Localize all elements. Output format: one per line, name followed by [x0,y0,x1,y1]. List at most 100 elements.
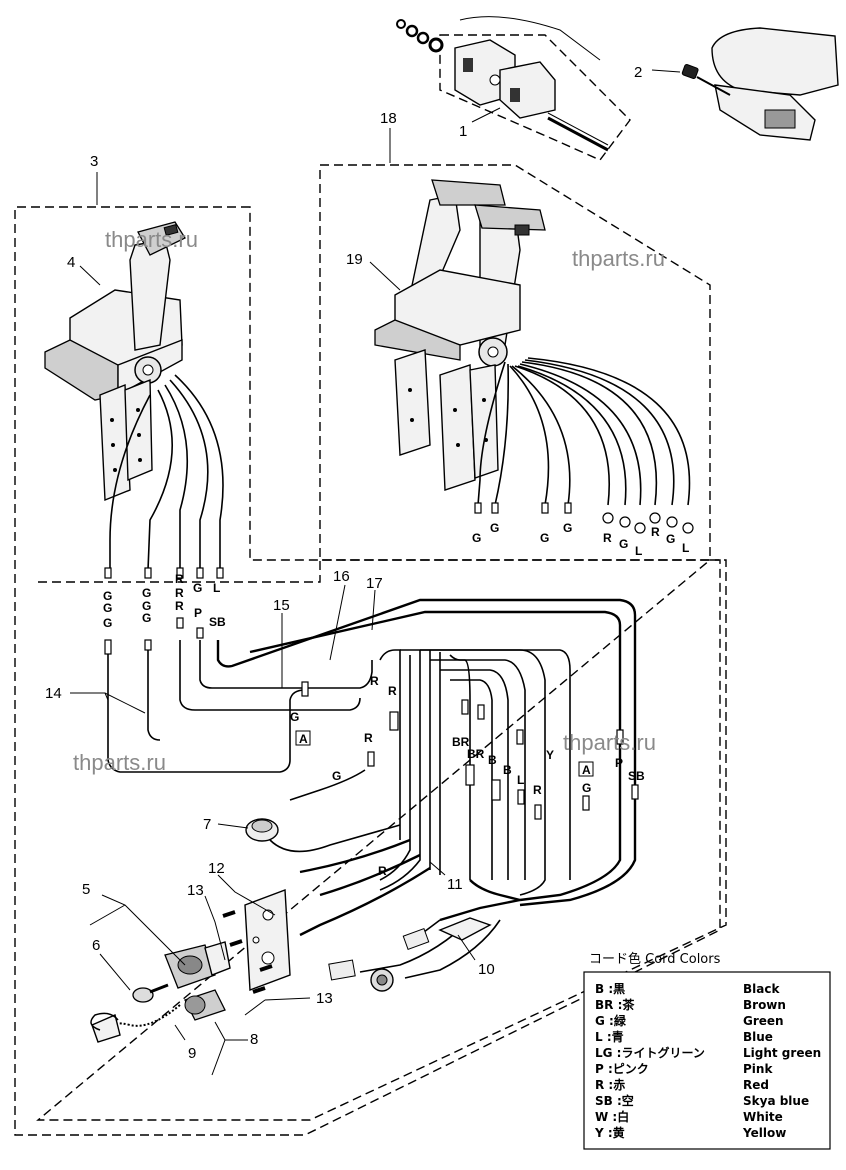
wire-code: L [635,544,642,558]
ring-terminal [619,516,631,528]
panel-screw-hole [252,936,260,944]
leader-lines [70,69,681,1076]
wire-code: R [175,599,184,613]
wire-code: G [472,531,481,545]
mount-outline [459,16,601,61]
mount-plate [394,349,431,456]
mount-plate [469,364,499,479]
wire-code: G [142,611,151,625]
legend-color: Pink [743,1062,773,1076]
wire-code: G [540,531,549,545]
leader-line [204,895,226,961]
plate-hole [408,388,412,392]
connector [328,959,356,981]
plate-hole [410,418,414,422]
panel-hole [261,951,275,965]
legend-code: Y :黄 [594,1125,625,1140]
harness-main [519,720,622,902]
leader-line [371,589,376,631]
callout-19: 19 [346,251,363,268]
callout-2: 2 [634,64,642,81]
leader-line [429,861,446,876]
screw [229,939,243,947]
legend-code: LG :ライトグリーン [595,1045,705,1060]
wire-code: P [194,606,202,620]
washer [428,37,444,53]
wire-code: G [290,710,299,724]
legend-code: R :赤 [595,1077,625,1092]
callout-11: 11 [447,876,463,893]
part-5-main-switch [164,941,231,989]
wire [477,361,506,506]
plate-holes [110,408,142,472]
plate-hole [137,433,141,437]
terminal [367,751,375,767]
part-2-engine-plug [681,27,839,141]
ring-terminal [634,522,646,534]
part-6-key [132,983,169,1003]
terminal [517,789,525,805]
group-18-boundary [319,164,711,561]
lever-wires [109,374,224,571]
wire [164,384,189,570]
wire [519,363,642,506]
mount-plate [99,383,131,502]
lever-pivot-center [487,346,499,358]
wire-code: SB [628,769,645,783]
legend-code: L :青 [595,1029,624,1044]
terminal [144,567,152,579]
ring-terminal [602,512,614,524]
leader-line [214,1021,226,1041]
connector-marks: A A [295,730,594,777]
leader-line [89,904,126,926]
harness-main [469,879,521,902]
leader-line [217,823,249,829]
legend-color: Light green [743,1046,821,1060]
callout-14: 14 [45,685,62,702]
washer [416,31,430,45]
callout-17: 17 [366,575,383,592]
wire-code: BR [467,747,485,761]
bundle [379,650,421,891]
wire-g [289,769,366,801]
wire [147,389,173,571]
legend-color: Blue [743,1030,773,1044]
leader-line [264,997,311,1001]
bracket [499,61,556,119]
callout-12: 12 [208,860,225,877]
terminal [216,567,224,579]
harness-boundary [36,559,727,1121]
terminal [631,784,639,800]
buzzer-wire [269,824,401,853]
harness-branch [404,919,501,979]
watermark: thparts.ru [572,246,665,271]
part-4-single-lever-control [44,221,224,571]
harness-wires [107,598,637,979]
plate-hole [482,398,486,402]
wire-code: R [533,783,542,797]
legend-code: B :黒 [595,982,625,996]
buzzer-cap [251,819,273,833]
terminal [176,617,184,629]
wire-17 [249,610,622,720]
wire-code: R [378,864,387,878]
terminal [491,779,501,801]
plate-hole [138,458,142,462]
leader-line [369,261,401,291]
terminal [491,502,499,514]
wire-code: G [142,586,151,600]
leader-line [104,692,109,701]
wire [109,394,151,570]
screw [222,910,236,918]
lanyard-loop [90,1012,119,1031]
callout-labels: 1 2 3 4 5 6 7 8 9 10 11 12 13 13 14 15 1… [45,64,642,1062]
group-boundaries [14,34,727,1136]
wire [509,365,550,506]
wire-code: G [103,601,112,615]
part-9-lanyard [90,1004,181,1043]
leader-line [651,69,681,73]
screw [259,964,273,972]
plate-holes [408,388,488,447]
terminal [516,729,524,745]
bolt-head [489,74,501,86]
